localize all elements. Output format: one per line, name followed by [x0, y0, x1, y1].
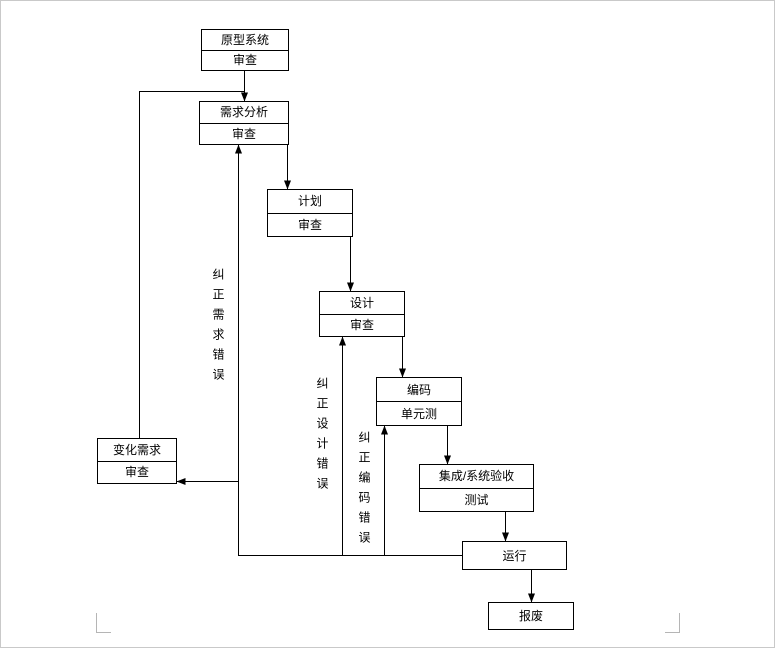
node-integration-line2: 测试 [464, 492, 489, 507]
node-requirements-line1: 需求分析 [200, 102, 288, 124]
node-operation: 运行 [462, 541, 567, 570]
node-requirements-line2: 审查 [231, 126, 256, 141]
node-coding: 编码 单元测 [376, 377, 462, 426]
node-plan-line2: 审查 [297, 217, 322, 232]
node-prototype-line2: 审查 [232, 53, 257, 68]
node-prototype: 原型系统 审查 [201, 29, 289, 71]
node-requirements: 需求分析 审查 [199, 101, 289, 145]
node-retire-label: 报废 [518, 609, 543, 623]
edge-label-fix-design: 纠正设计错误 [315, 377, 329, 497]
node-design: 设计 审查 [319, 291, 405, 337]
edge-feedback-to-requirements [235, 144, 462, 556]
node-coding-line2: 单元测 [400, 406, 437, 421]
node-change-request-line2: 审查 [124, 465, 149, 480]
edge-label-fix-requirements: 纠正需求错误 [211, 268, 225, 388]
edge-label-fix-coding: 纠正编码错误 [357, 431, 371, 551]
node-plan-line1: 计划 [268, 190, 352, 214]
node-integration-line1: 集成/系统验收 [420, 465, 533, 489]
node-integration: 集成/系统验收 测试 [419, 464, 534, 512]
node-prototype-line1: 原型系统 [202, 30, 288, 51]
node-operation-label: 运行 [502, 548, 527, 563]
node-coding-line1: 编码 [377, 378, 461, 402]
edge-change-to-requirements [139, 91, 245, 438]
node-retire: 报废 [488, 602, 574, 630]
node-change-request-line1: 变化需求 [98, 439, 176, 462]
node-plan: 计划 审查 [267, 189, 353, 237]
page-corner-mark-bottom-right [665, 613, 680, 633]
node-change-request: 变化需求 审查 [97, 438, 177, 484]
page-corner-mark-bottom-left [96, 613, 111, 633]
node-design-line1: 设计 [320, 292, 404, 315]
node-design-line2: 审查 [349, 318, 374, 333]
